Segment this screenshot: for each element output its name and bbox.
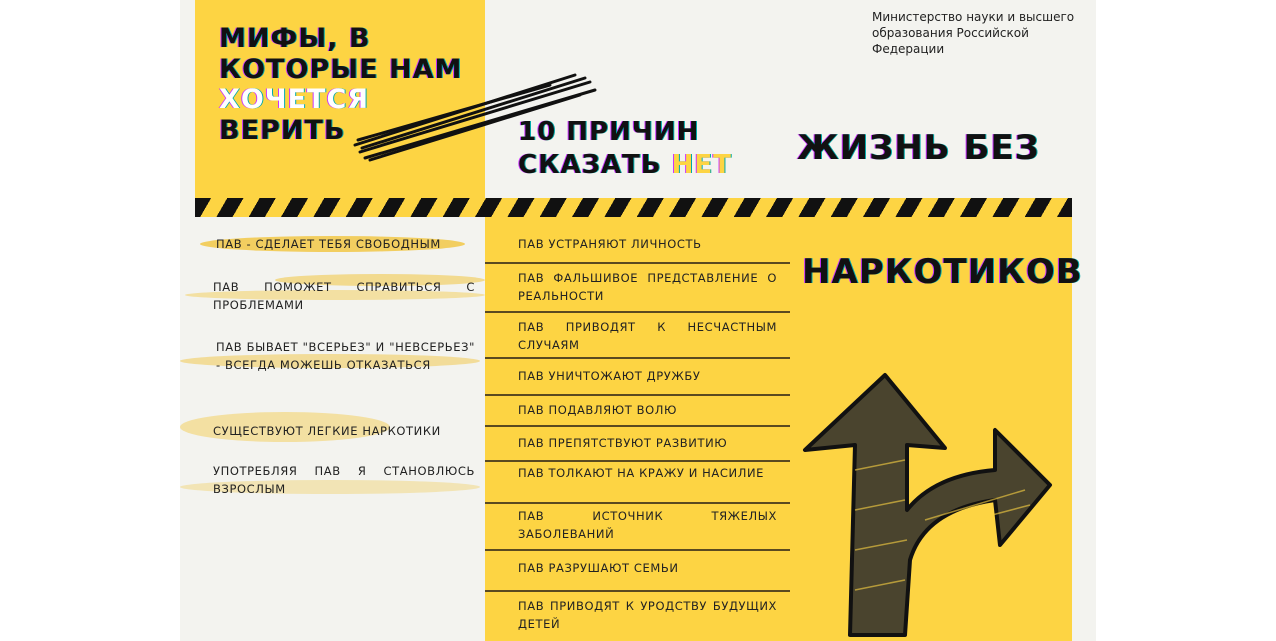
divider <box>485 425 790 427</box>
reasons-title: 10 ПРИЧИН СКАЗАТЬ НЕТ <box>518 116 732 182</box>
life-title-line1: ЖИЗНЬ БЕЗ <box>797 128 1040 168</box>
reason-item: ПАВ ПОДАВЛЯЮТ ВОЛЮ <box>518 403 678 417</box>
divider <box>485 311 790 313</box>
divider <box>485 590 790 592</box>
myth-item: УПОТРЕБЛЯЯ ПАВ Я СТАНОВЛЮСЬ ВЗРОСЛЫМ <box>213 464 475 496</box>
brush-stroke <box>180 480 480 494</box>
title-highlight: НЕТ <box>671 150 732 180</box>
title-line: МИФЫ, В <box>219 23 371 54</box>
divider <box>485 502 790 504</box>
life-title-line2: НАРКОТИКОВ <box>802 252 1083 292</box>
myths-title-box <box>195 0 485 200</box>
title-line: ВЕРИТЬ <box>219 114 346 146</box>
black-brush-scribble <box>353 73 597 162</box>
reason-item: ПАВ УНИЧТОЖАЮТ ДРУЖБУ <box>518 369 701 383</box>
reasons-panel <box>485 205 1072 641</box>
forked-arrow-icon <box>803 373 1052 637</box>
ministry-caption: Министерство науки и высшего образования… <box>872 10 1075 56</box>
reason-item: ПАВ ФАЛЬШИВОЕ ПРЕДСТАВЛЕНИЕ О РЕАЛЬНОСТИ <box>518 271 777 303</box>
divider <box>485 262 790 264</box>
reason-item: ПАВ ТОЛКАЮТ НА КРАЖУ И НАСИЛИЕ <box>518 466 765 480</box>
divider <box>485 549 790 551</box>
title-line: ХОЧЕТСЯ <box>219 84 370 115</box>
divider <box>485 460 790 462</box>
brush-stroke <box>275 274 485 286</box>
brush-stroke <box>185 290 485 300</box>
divider <box>485 357 790 359</box>
brush-stroke <box>180 354 480 368</box>
reason-item: ПАВ УСТРАНЯЮТ ЛИЧНОСТЬ <box>518 237 702 251</box>
myth-item: ПАВ БЫВАЕТ "ВСЕРЬЕЗ" И "НЕВСЕРЬЕЗ" - ВСЕ… <box>216 340 475 372</box>
title-line: 10 ПРИЧИН <box>518 117 700 147</box>
reason-item: ПАВ ПРЕПЯТСТВУЮТ РАЗВИТИЮ <box>518 436 728 450</box>
reason-item: ПАВ ПРИВОДЯТ К УРОДСТВУ БУДУЩИХ ДЕТЕЙ <box>518 599 777 631</box>
reason-item: ПАВ ПРИВОДЯТ К НЕСЧАСТНЫМ СЛУЧАЯМ <box>518 320 777 352</box>
myth-item: ПАВ ПОМОЖЕТ СПРАВИТЬСЯ С ПРОБЛЕМАМИ <box>213 280 475 312</box>
title-line: КОТОРЫЕ НАМ <box>219 53 463 85</box>
reason-item: ПАВ ИСТОЧНИК ТЯЖЕЛЫХ ЗАБОЛЕВАНИЙ <box>518 509 777 541</box>
brush-stroke <box>180 412 390 442</box>
brush-stroke <box>200 236 465 252</box>
title-line: СКАЗАТЬ <box>518 150 672 180</box>
reason-item: ПАВ РАЗРУШАЮТ СЕМЬИ <box>518 561 679 575</box>
myths-title: МИФЫ, В КОТОРЫЕ НАМ ХОЧЕТСЯ ВЕРИТЬ <box>219 23 463 146</box>
hazard-stripe-band <box>195 198 1072 217</box>
divider <box>485 394 790 396</box>
myth-item: СУЩЕСТВУЮТ ЛЕГКИЕ НАРКОТИКИ <box>213 424 441 438</box>
myth-item: ПАВ - СДЕЛАЕТ ТЕБЯ СВОБОДНЫМ <box>216 237 441 251</box>
